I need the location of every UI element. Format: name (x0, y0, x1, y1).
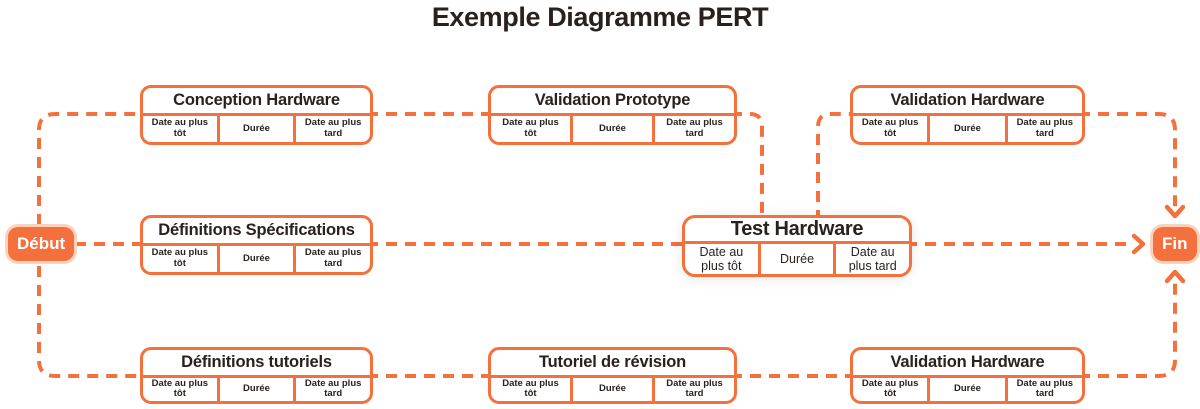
start-badge: Début (5, 224, 78, 264)
task-node-validation-prototype: Validation Prototype Date au plus tôt Du… (488, 85, 737, 145)
task-node-test-hardware: Test Hardware Date au plus tôt Durée Dat… (682, 215, 912, 277)
node-title: Test Hardware (730, 218, 864, 240)
arrowhead-up-icon (1164, 269, 1186, 284)
node-cells: Date au plus tôt Durée Date au plus tard (143, 374, 370, 401)
cell-latest-date: Date au plus tard (652, 377, 734, 401)
start-badge-label: Début (8, 227, 75, 261)
node-cells: Date au plus tôt Durée Date au plus tard (491, 113, 734, 142)
cell-latest-date: Date au plus tard (293, 116, 370, 142)
cell-earliest-date: Date au plus tôt (861, 377, 919, 400)
task-node-definitions-tutoriels: Définitions tutoriels Date au plus tôt D… (140, 347, 373, 404)
cell-duration: Durée (216, 377, 294, 401)
cell-duration: Durée (927, 116, 1004, 142)
connector-start-to-tutoriels (37, 266, 146, 378)
connector-prototype-to-test (731, 112, 764, 221)
node-title: Validation Hardware (890, 91, 1045, 109)
cell-latest-date: Date au plus tard (293, 246, 370, 272)
end-badge-label: Fin (1153, 227, 1197, 261)
cell-latest-date: Date au plus tard (652, 116, 734, 142)
end-badge: Fin (1150, 224, 1200, 264)
node-cells: Date au plus tôt Durée Date au plus tard (853, 113, 1082, 142)
cell-earliest-date: Date au plus tôt (502, 117, 559, 139)
node-title: Conception Hardware (173, 91, 340, 109)
task-node-validation-hardware-top: Validation Hardware Date au plus tôt Dur… (850, 85, 1085, 145)
cell-duration: Durée (570, 377, 652, 401)
cell-latest-date: Date au plus tard (1004, 116, 1082, 142)
node-cells: Date au plus tôt Durée Date au plus tard (853, 374, 1082, 401)
node-cells: Date au plus tôt Durée Date au plus tard (685, 241, 909, 275)
cell-duration: Durée (927, 377, 1004, 401)
task-node-conception-hardware: Conception Hardware Date au plus tôt Dur… (140, 85, 373, 145)
cell-latest-date: Date au plus tard (293, 377, 370, 401)
cell-duration: Durée (570, 116, 652, 142)
arrowhead-down-icon (1164, 204, 1186, 219)
cell-earliest-date: Date au plus tôt (151, 247, 209, 269)
cell-earliest-date: Date au plus tôt (151, 377, 209, 400)
connector-test-to-validation-top (816, 112, 856, 221)
connector-validation-top-to-end (1079, 112, 1177, 211)
task-node-definitions-specifications: Définitions Spécifications Date au plus … (140, 215, 373, 275)
connector-start-to-conception (37, 112, 146, 225)
cell-earliest-date: Date au plus tôt (502, 377, 559, 400)
cell-latest-date: Date au plus tard (1004, 377, 1082, 401)
node-cells: Date au plus tôt Durée Date au plus tard (143, 243, 370, 272)
cell-earliest-date: Date au plus tôt (151, 117, 209, 139)
cell-duration: Durée (216, 246, 294, 272)
page-title: Exemple Diagramme PERT (431, 2, 769, 32)
arrowhead-right-icon (1131, 233, 1146, 255)
cell-earliest-date: Date au plus tôt (699, 245, 744, 274)
connector-validation-bottom-to-end (1079, 278, 1177, 378)
node-title: Définitions tutoriels (181, 352, 332, 371)
task-node-tutoriel-de-revision: Tutoriel de révision Date au plus tôt Du… (488, 347, 737, 404)
node-title: Validation Prototype (534, 91, 691, 109)
node-cells: Date au plus tôt Durée Date au plus tard (491, 374, 734, 401)
node-cells: Date au plus tôt Durée Date au plus tard (143, 113, 370, 142)
node-title: Validation Hardware (890, 352, 1045, 371)
node-title: Définitions Spécifications (158, 221, 355, 239)
node-title: Tutoriel de révision (539, 352, 686, 371)
task-node-validation-hardware-bottom: Validation Hardware Date au plus tôt Dur… (850, 347, 1085, 404)
cell-duration: Durée (757, 244, 834, 275)
cell-latest-date: Date au plus tard (833, 244, 909, 275)
cell-earliest-date: Date au plus tôt (861, 117, 919, 139)
cell-duration: Durée (216, 116, 294, 142)
